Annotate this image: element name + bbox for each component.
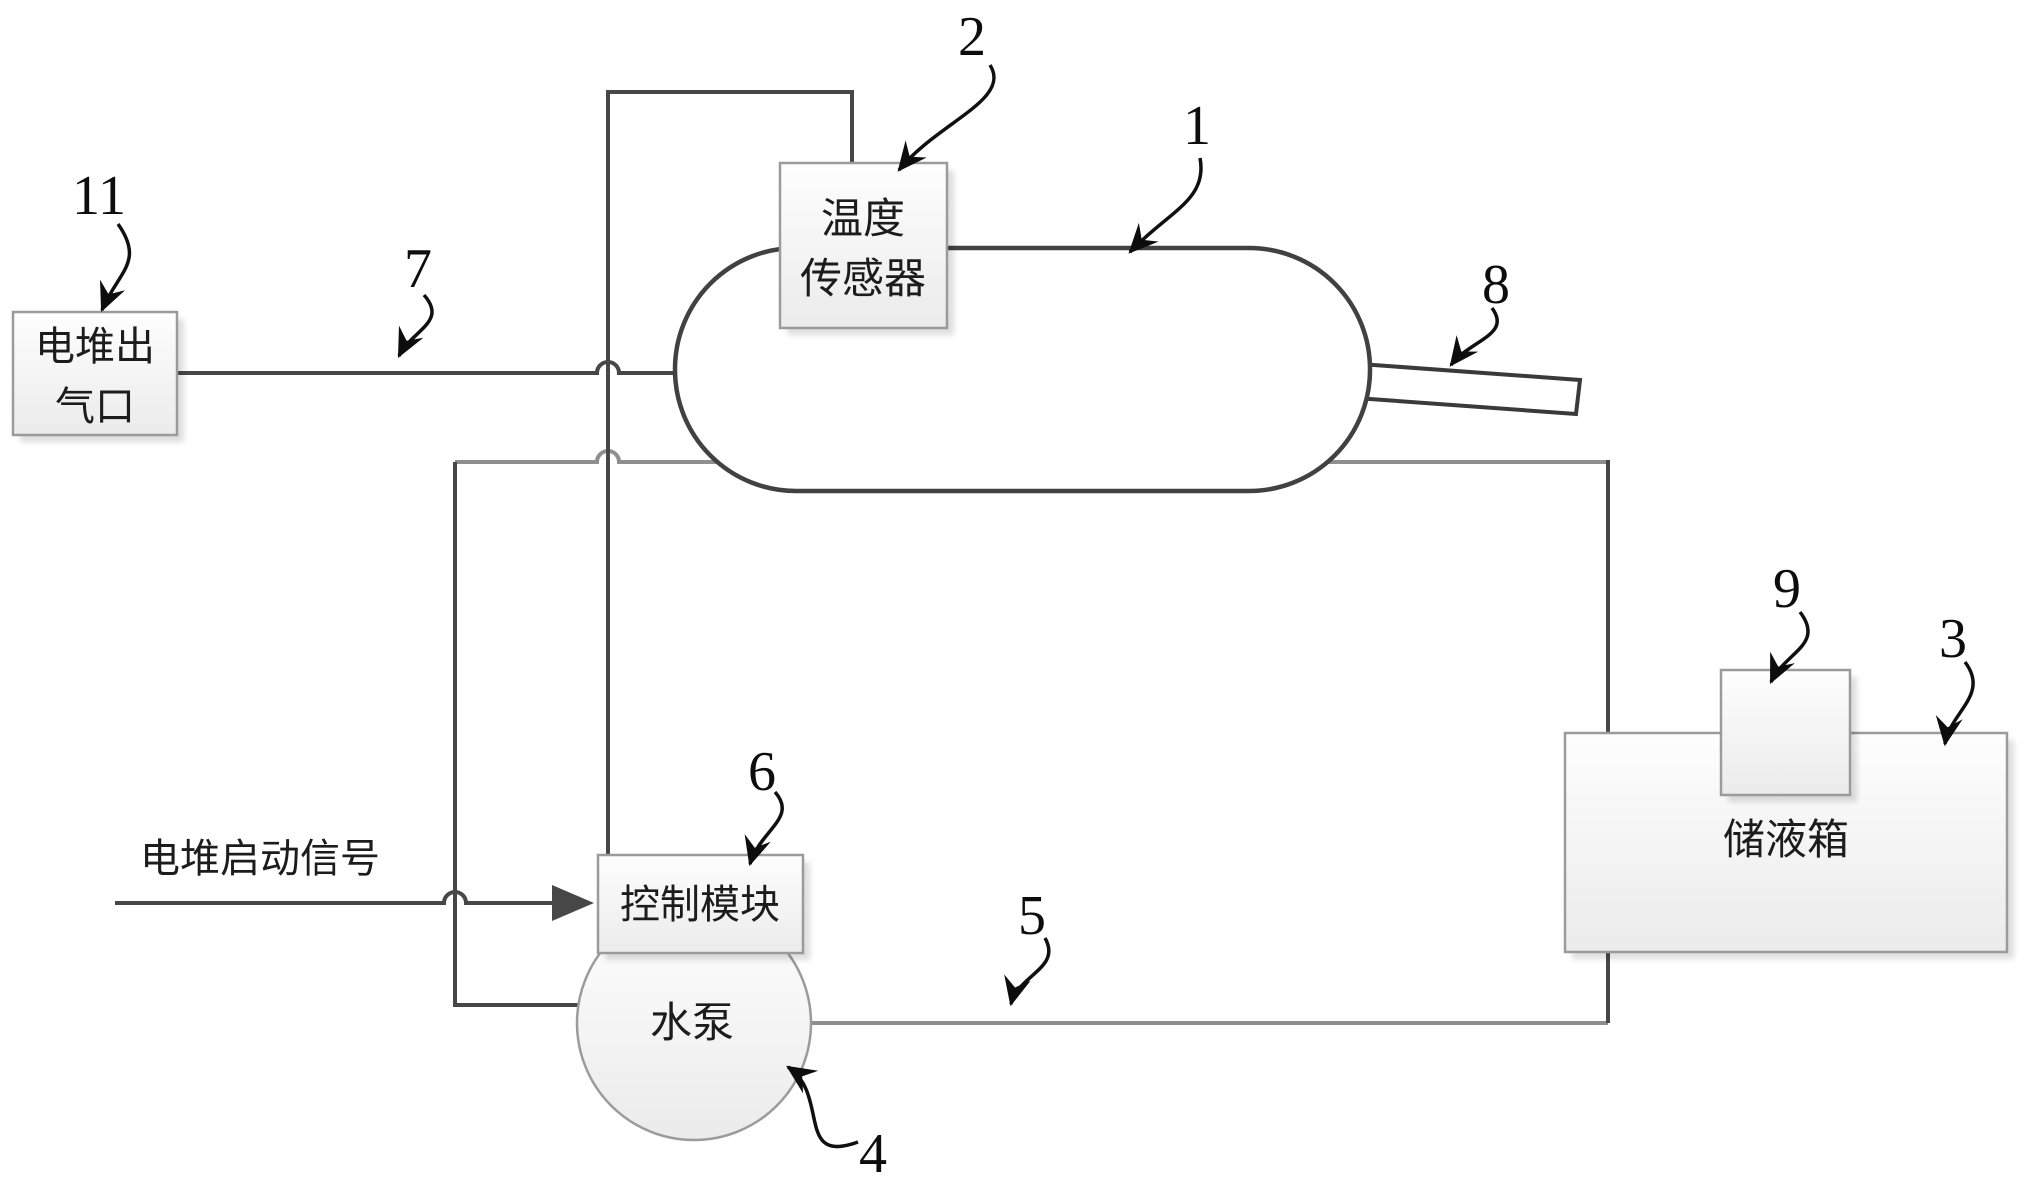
start-signal-label: 电堆启动信号 (140, 836, 380, 881)
ref-number-1: 1 (1183, 95, 1211, 157)
ref-number-2: 2 (958, 6, 986, 68)
tank-port-box (1719, 668, 1852, 797)
ref-leader-9 (1769, 610, 1810, 685)
ref-leader-11 (100, 222, 132, 313)
ref-number-4: 4 (859, 1123, 887, 1184)
temp-sensor-label-line2: 传感器 (800, 257, 926, 303)
ref-leader-3 (1935, 660, 1975, 747)
ref-number-5: 5 (1018, 885, 1046, 947)
tank-label: 储液箱 (1723, 818, 1849, 864)
stack-outlet-label-line1: 电堆出 (35, 324, 155, 369)
ref-number-6: 6 (748, 741, 776, 803)
ref-number-3: 3 (1939, 608, 1967, 670)
control-module-box (596, 853, 805, 955)
stack-outlet-label-line2: 气口 (55, 384, 135, 429)
temp-sensor-box (778, 161, 949, 330)
temp-sensor-label-line1: 温度 (821, 197, 905, 243)
pump-left-riser-line (453, 462, 585, 1007)
ref-number-9: 9 (1773, 558, 1801, 620)
ref-leader-8 (1449, 306, 1499, 367)
ref-leader-5 (1004, 937, 1051, 1007)
start-signal-arrowhead (552, 885, 594, 921)
outlet-pipe-8 (1353, 361, 1583, 417)
ref-number-7: 7 (404, 238, 432, 300)
pump-label: 水泵 (650, 1001, 734, 1047)
ref-number-8: 8 (1482, 254, 1510, 316)
ref-leader-4 (786, 1065, 859, 1149)
ref-number-11: 11 (72, 165, 126, 227)
stack-outlet-box (11, 310, 179, 437)
ref-leader-7 (397, 293, 434, 359)
sensor-top-loop-line (606, 90, 854, 856)
control-module-label: 控制模块 (620, 882, 780, 927)
ref-leader-2 (897, 64, 996, 172)
inlet-line-7 (177, 360, 700, 375)
ref-leader-1 (1128, 157, 1203, 254)
start-signal-line (115, 890, 556, 905)
ref-leader-6 (744, 790, 784, 867)
